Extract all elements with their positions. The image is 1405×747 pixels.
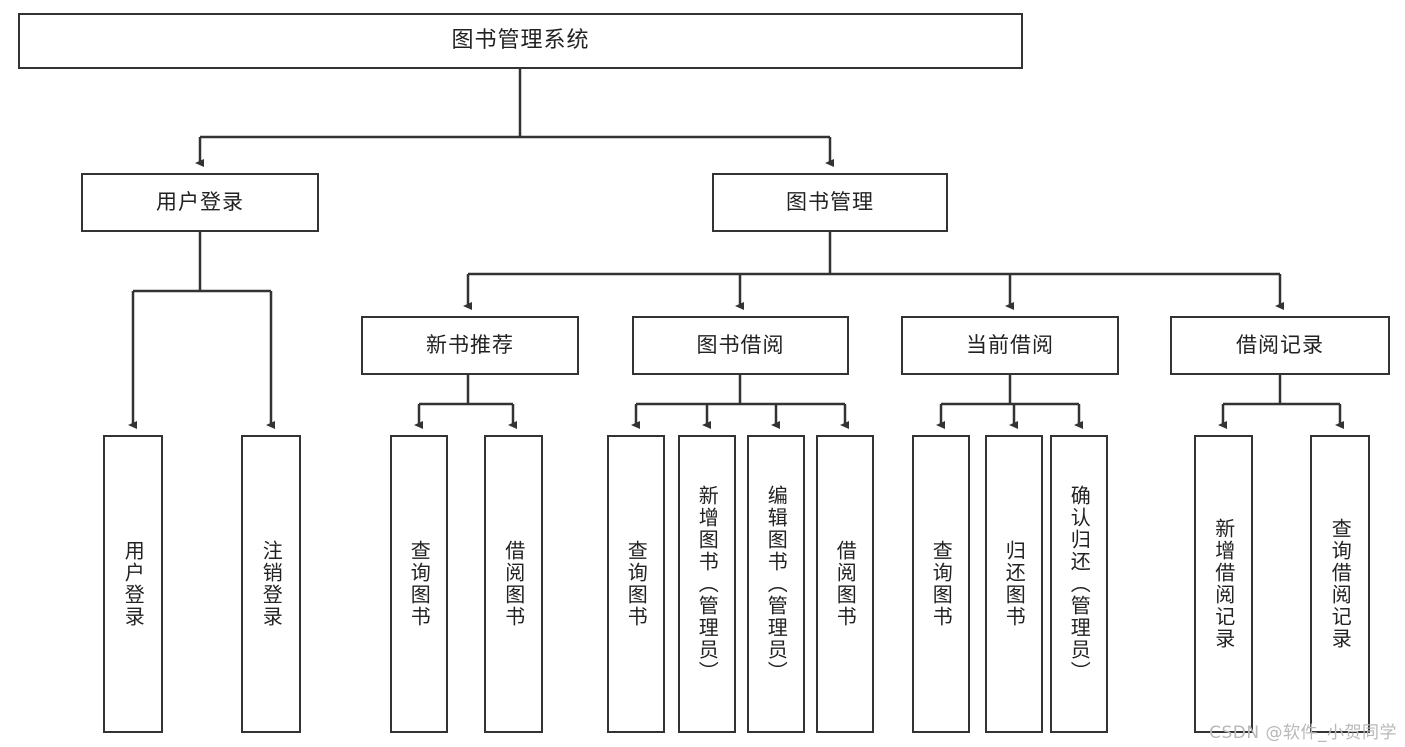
node-book-management[interactable]: 图书管理 xyxy=(712,173,948,232)
leaf-add-book-admin[interactable]: 新增图书（管理员） xyxy=(678,435,736,733)
node-user-login[interactable]: 用户登录 xyxy=(81,173,319,232)
leaf-borrow-book[interactable]: 借阅图书 xyxy=(816,435,874,733)
leaf-query-book-newrec[interactable]: 查询图书 xyxy=(390,435,448,733)
leaf-return-book[interactable]: 归还图书 xyxy=(985,435,1043,733)
leaf-edit-book-admin[interactable]: 编辑图书（管理员） xyxy=(747,435,805,733)
watermark-text: CSDN @软件_小贺同学 xyxy=(1209,723,1397,743)
leaf-confirm-return-admin[interactable]: 确认归还（管理员） xyxy=(1050,435,1108,733)
node-borrow-record[interactable]: 借阅记录 xyxy=(1170,316,1390,375)
leaf-query-borrow-record[interactable]: 查询借阅记录 xyxy=(1310,435,1370,733)
node-current-borrow[interactable]: 当前借阅 xyxy=(901,316,1119,375)
node-book-management-system[interactable]: 图书管理系统 xyxy=(18,13,1023,69)
node-book-borrow[interactable]: 图书借阅 xyxy=(632,316,849,375)
leaf-borrow-book-newrec[interactable]: 借阅图书 xyxy=(484,435,543,733)
leaf-query-book-current[interactable]: 查询图书 xyxy=(912,435,970,733)
leaf-query-book-borrow[interactable]: 查询图书 xyxy=(607,435,665,733)
leaf-add-borrow-record[interactable]: 新增借阅记录 xyxy=(1194,435,1253,733)
leaf-logout[interactable]: 注销登录 xyxy=(241,435,301,733)
node-new-book-recommend[interactable]: 新书推荐 xyxy=(361,316,579,375)
leaf-user-login[interactable]: 用户登录 xyxy=(103,435,163,733)
